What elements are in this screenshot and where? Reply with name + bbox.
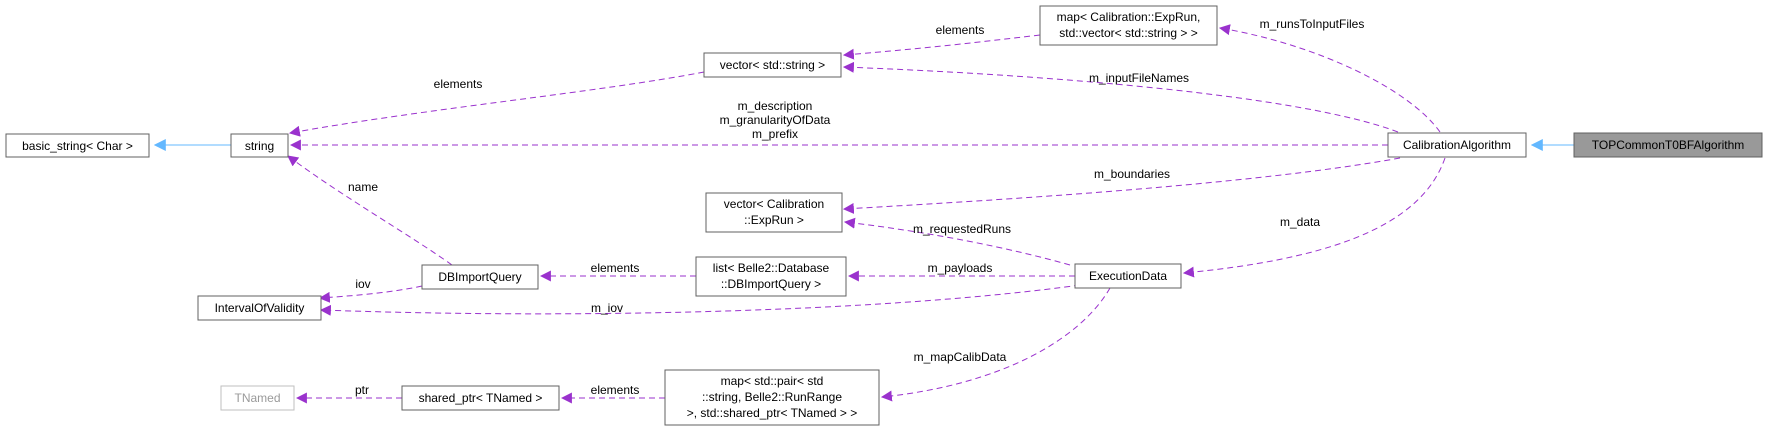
node-calibration-algorithm[interactable]: CalibrationAlgorithm xyxy=(1387,132,1527,158)
node-map-pair-runrange[interactable]: map< std::pair< std ::string, Belle2::Ru… xyxy=(664,369,880,426)
edge-m-requested-runs: m_requestedRuns xyxy=(843,217,1071,266)
svg-text:IntervalOfValidity: IntervalOfValidity xyxy=(215,301,305,315)
svg-text:vector< std::string >: vector< std::string > xyxy=(720,58,825,72)
edge-iov: iov xyxy=(318,277,423,303)
svg-text:::DBImportQuery >: ::DBImportQuery > xyxy=(721,277,821,291)
node-interval-of-validity[interactable]: IntervalOfValidity xyxy=(197,295,322,321)
edge-label-m-boundaries: m_boundaries xyxy=(1094,167,1170,181)
edge-label-elements-vector: elements xyxy=(434,77,483,91)
edge-label-elements-list: elements xyxy=(591,261,640,275)
edge-m-boundaries: m_boundaries xyxy=(842,157,1401,214)
edge-name: name xyxy=(287,155,453,266)
node-tnamed[interactable]: TNamed xyxy=(220,385,295,411)
svg-text:list< Belle2::Database: list< Belle2::Database xyxy=(713,261,830,275)
svg-text:map< std::pair< std: map< std::pair< std xyxy=(721,374,824,388)
svg-text:shared_ptr< TNamed >: shared_ptr< TNamed > xyxy=(419,391,543,405)
edge-label-name: name xyxy=(348,180,378,194)
edge-label-elements-map-pair: elements xyxy=(591,383,640,397)
node-shared-ptr-tnamed[interactable]: shared_ptr< TNamed > xyxy=(401,385,560,411)
node-execution-data[interactable]: ExecutionData xyxy=(1074,263,1182,289)
svg-text:string: string xyxy=(245,139,274,153)
edge-m-input-file-names: m_inputFileNames xyxy=(842,61,1399,133)
edge-label-ptr: ptr xyxy=(355,383,369,397)
svg-text:map< Calibration::ExpRun,: map< Calibration::ExpRun, xyxy=(1057,10,1201,24)
svg-text:::ExpRun >: ::ExpRun > xyxy=(744,213,804,227)
edge-label-m-granularity-of-data: m_granularityOfData xyxy=(720,113,831,127)
node-list-db-import-query[interactable]: list< Belle2::Database ::DBImportQuery > xyxy=(695,256,847,297)
edge-ptr: ptr xyxy=(295,383,402,404)
edge-label-m-requested-runs: m_requestedRuns xyxy=(913,222,1011,236)
node-string[interactable]: string xyxy=(230,133,289,158)
node-basic-string[interactable]: basic_string< Char > xyxy=(5,133,150,158)
edge-label-m-input-file-names: m_inputFileNames xyxy=(1089,71,1189,85)
svg-text:DBImportQuery: DBImportQuery xyxy=(438,270,521,284)
node-vector-string[interactable]: vector< std::string > xyxy=(703,52,842,78)
edge-label-m-description: m_description xyxy=(738,99,813,113)
edge-vector-string-elements: elements xyxy=(288,71,705,137)
svg-text:vector< Calibration: vector< Calibration xyxy=(724,197,824,211)
edge-label-m-runs-to-input-files: m_runsToInputFiles xyxy=(1260,17,1365,31)
edge-label-m-prefix: m_prefix xyxy=(752,127,798,141)
edge-m-data: m_data xyxy=(1182,157,1446,278)
edge-m-runs-to-input-files: m_runsToInputFiles xyxy=(1218,17,1441,133)
node-db-import-query[interactable]: DBImportQuery xyxy=(421,264,539,290)
edge-map-exprun-elements: elements xyxy=(842,23,1041,60)
node-vector-exprun[interactable]: vector< Calibration ::ExpRun > xyxy=(705,192,843,233)
edge-label-m-payloads: m_payloads xyxy=(928,261,993,275)
svg-text:TNamed: TNamed xyxy=(234,391,280,405)
node-map-exprun[interactable]: map< Calibration::ExpRun, std::vector< s… xyxy=(1039,5,1218,46)
svg-text:ExecutionData: ExecutionData xyxy=(1089,269,1167,283)
svg-text:TOPCommonT0BFAlgorithm: TOPCommonT0BFAlgorithm xyxy=(1592,138,1745,152)
svg-text:>, std::shared_ptr< TNamed > >: >, std::shared_ptr< TNamed > > xyxy=(687,406,858,420)
edge-label-m-iov: m_iov xyxy=(591,301,623,315)
edge-label-iov: iov xyxy=(355,277,370,291)
node-top-common-t0bf-algorithm[interactable]: TOPCommonT0BFAlgorithm xyxy=(1573,132,1763,158)
edge-label-m-data: m_data xyxy=(1280,215,1320,229)
edge-label-m-map-calib-data: m_mapCalibData xyxy=(914,350,1007,364)
svg-text:basic_string< Char >: basic_string< Char > xyxy=(22,139,133,153)
edge-map-pair-elements: elements xyxy=(560,383,665,404)
edge-list-elements: elements xyxy=(539,261,696,282)
svg-text:std::vector< std::string > >: std::vector< std::string > > xyxy=(1059,26,1197,40)
edge-m-iov: m_iov xyxy=(319,284,1081,316)
edge-m-map-calib-data: m_mapCalibData xyxy=(880,287,1111,402)
edge-string-members: m_description m_granularityOfData m_pref… xyxy=(289,99,1388,151)
svg-text:CalibrationAlgorithm: CalibrationAlgorithm xyxy=(1403,138,1511,152)
edge-label-elements-map: elements xyxy=(936,23,985,37)
edge-m-payloads: m_payloads xyxy=(847,261,1075,282)
svg-text:::string, Belle2::RunRange: ::string, Belle2::RunRange xyxy=(702,390,842,404)
